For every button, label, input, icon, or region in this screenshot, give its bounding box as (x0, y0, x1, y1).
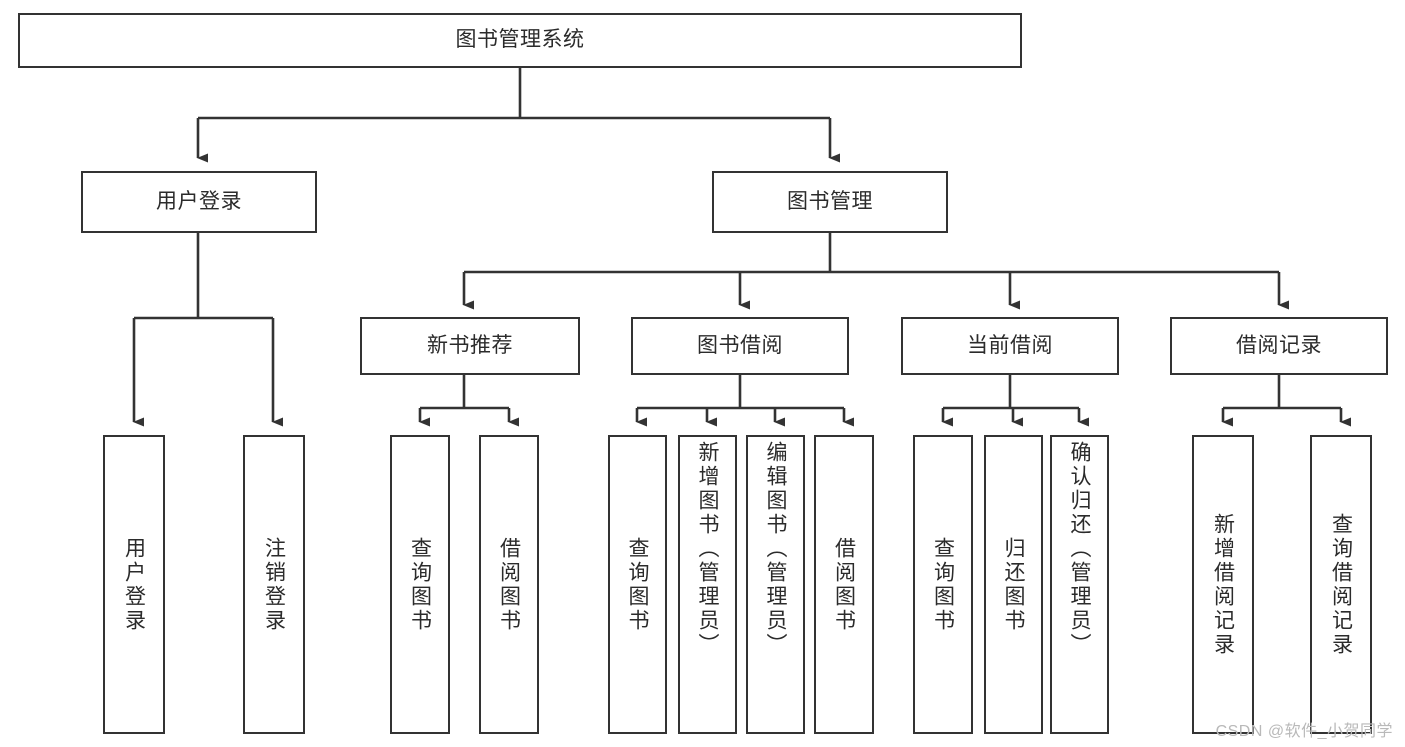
node-leaf-query-book-current[interactable]: 查询图书 (913, 435, 973, 734)
watermark-text: CSDN @软件_小贺同学 (1215, 723, 1393, 740)
node-label: 确认归还（管理员） (1068, 441, 1091, 657)
node-label: 归还图书 (1002, 536, 1025, 633)
node-leaf-borrow-book-recommend[interactable]: 借阅图书 (479, 435, 539, 734)
node-label: 用户登录 (122, 536, 146, 633)
node-current-borrow[interactable]: 当前借阅 (901, 317, 1119, 375)
node-label: 新书推荐 (427, 333, 513, 357)
node-label: 用户登录 (156, 189, 242, 213)
node-label: 图书借阅 (697, 333, 783, 357)
node-label: 查询图书 (408, 536, 432, 633)
node-label: 查询图书 (626, 536, 649, 633)
node-leaf-confirm-return-admin[interactable]: 确认归还（管理员） (1050, 435, 1109, 734)
node-leaf-edit-book-admin[interactable]: 编辑图书（管理员） (746, 435, 805, 734)
node-label: 编辑图书（管理员） (764, 441, 787, 657)
node-user-login[interactable]: 用户登录 (81, 171, 317, 233)
node-label: 新增借阅记录 (1211, 512, 1235, 657)
node-leaf-query-book-recommend[interactable]: 查询图书 (390, 435, 450, 734)
node-leaf-borrow-book-borrow[interactable]: 借阅图书 (814, 435, 874, 734)
node-label: 查询借阅记录 (1329, 512, 1353, 657)
node-book-borrow[interactable]: 图书借阅 (631, 317, 849, 375)
node-leaf-query-borrow-record[interactable]: 查询借阅记录 (1310, 435, 1372, 734)
node-leaf-add-borrow-record[interactable]: 新增借阅记录 (1192, 435, 1254, 734)
node-label: 借阅记录 (1236, 333, 1322, 357)
node-label: 图书管理系统 (455, 28, 585, 52)
node-label: 当前借阅 (967, 333, 1053, 357)
node-label: 图书管理 (787, 189, 873, 213)
node-label: 借阅图书 (497, 536, 521, 633)
node-leaf-user-login[interactable]: 用户登录 (103, 435, 165, 734)
node-borrow-record[interactable]: 借阅记录 (1170, 317, 1388, 375)
node-leaf-add-book-admin[interactable]: 新增图书（管理员） (678, 435, 737, 734)
node-label: 新增图书（管理员） (696, 441, 719, 657)
node-root-system[interactable]: 图书管理系统 (18, 13, 1022, 68)
node-label: 借阅图书 (832, 536, 856, 633)
node-leaf-query-book-borrow[interactable]: 查询图书 (608, 435, 667, 734)
node-label: 查询图书 (931, 536, 955, 633)
node-new-book-recommend[interactable]: 新书推荐 (360, 317, 580, 375)
node-leaf-return-book[interactable]: 归还图书 (984, 435, 1043, 734)
node-label: 注销登录 (262, 536, 286, 633)
node-leaf-user-logout[interactable]: 注销登录 (243, 435, 305, 734)
node-book-management[interactable]: 图书管理 (712, 171, 948, 233)
